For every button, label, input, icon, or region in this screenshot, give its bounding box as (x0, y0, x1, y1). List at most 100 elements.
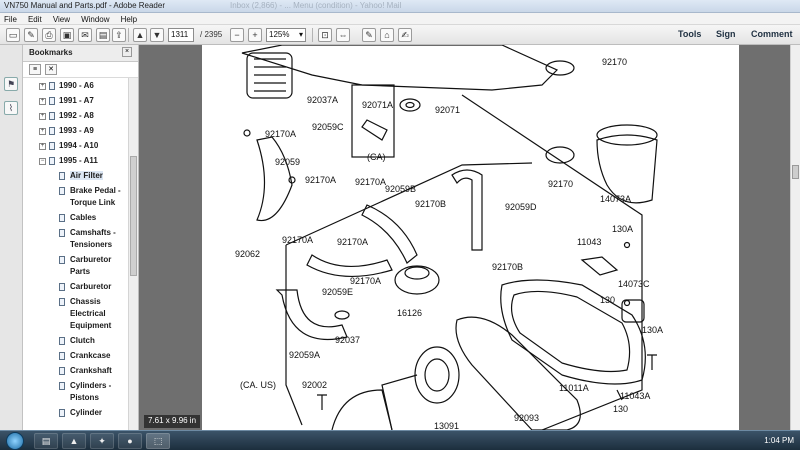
sign-button[interactable]: Sign (716, 29, 736, 39)
bookmark-item[interactable]: Chassis (70, 297, 101, 306)
media-icon[interactable]: ▲ (62, 433, 86, 449)
sign-pen-icon[interactable]: ✍ (398, 28, 412, 42)
diagram-label: 92059E (322, 287, 353, 297)
comment-icon[interactable]: ✎ (362, 28, 376, 42)
bookmark-item[interactable]: Camshafts - (70, 228, 116, 237)
tools-button[interactable]: Tools (678, 29, 702, 39)
bookmark-item[interactable]: Crankshaft (70, 366, 112, 375)
zoom-out-icon[interactable]: − (230, 28, 244, 42)
diagram-label: 92037 (335, 335, 360, 345)
start-button[interactable] (6, 432, 24, 450)
parts-diagram: 92170 92037A 92071A 92071 92059C 92170A … (235, 44, 663, 431)
bookmark-item[interactable]: Crankcase (70, 351, 111, 360)
fit-page-icon[interactable]: ⊡ (318, 28, 332, 42)
document-scroll-thumb[interactable] (792, 165, 799, 179)
diagram-label: (CA. US) (240, 380, 276, 390)
zoom-value: 125% (269, 30, 290, 39)
folder-icon[interactable]: ▤ (34, 433, 58, 449)
attachment-icon[interactable]: ⌇ (4, 101, 18, 115)
bookmark-icon (59, 409, 65, 417)
bookmark-item[interactable]: Air Filter (70, 171, 103, 180)
bookmark-item[interactable]: Cylinders - (70, 381, 112, 390)
zoom-select[interactable]: 125%▾ (266, 28, 306, 42)
expand-toggle[interactable]: + (39, 83, 46, 90)
windows-taskbar: ▤ ▲ ✦ ● ⬚ 1:04 PM (0, 430, 800, 450)
bookmark-panel-icon[interactable]: ⚑ (4, 77, 18, 91)
diagram-label: 92059B (385, 184, 416, 194)
bookmarks-scrollbar[interactable] (128, 78, 138, 430)
document-scrollbar[interactable] (790, 45, 800, 430)
bookmark-year[interactable]: 1995 - A11 (59, 156, 98, 165)
menu-help[interactable]: Help (120, 15, 138, 24)
bookmark-item[interactable]: Clutch (70, 336, 95, 345)
expand-toggle[interactable]: + (39, 113, 46, 120)
background-window-tabs: Inbox (2,866) - ... Menu (condition) - Y… (230, 1, 402, 10)
bookmarks-scroll-thumb[interactable] (130, 156, 137, 276)
delete-bookmark-icon[interactable]: ✕ (45, 64, 57, 75)
menu-window[interactable]: Window (81, 15, 110, 24)
diagram-label: 92170A (265, 129, 296, 139)
email-icon[interactable]: ✉ (78, 28, 92, 42)
share-icon[interactable]: ⇪ (112, 28, 126, 42)
diagram-label: 92059A (289, 350, 320, 360)
toolbar-separator (312, 28, 313, 42)
page-total: / 2395 (200, 30, 223, 39)
create-icon[interactable]: ✎ (24, 28, 38, 42)
bookmark-icon (49, 127, 55, 135)
diagram-label: 92059 (275, 157, 300, 167)
bookmark-item[interactable]: Pistons (70, 393, 99, 402)
bookmark-item[interactable]: Brake Pedal - (70, 186, 121, 195)
menu-edit[interactable]: Edit (27, 15, 42, 24)
previous-page-icon[interactable]: ▲ (133, 28, 147, 42)
bookmark-item[interactable]: Parts (70, 267, 91, 276)
diagram-label: 92170A (337, 237, 368, 247)
expand-toggle[interactable]: + (39, 98, 46, 105)
fit-width-icon[interactable]: ⇔ (336, 28, 350, 42)
diagram-label: 92170B (415, 199, 446, 209)
toolbar: ▭ ✎ ⎙ ▣ ✉ ▤ ⇪ ▲ ▼ 1311 / 2395 − + 125%▾ … (0, 25, 800, 45)
firefox-icon[interactable]: ● (118, 433, 142, 449)
print-alt-icon[interactable]: ▤ (96, 28, 110, 42)
bookmark-item[interactable]: Cables (70, 213, 97, 222)
bookmark-year[interactable]: 1992 - A8 (59, 111, 94, 120)
bookmark-icon (49, 97, 55, 105)
expand-toggle[interactable]: − (39, 158, 46, 165)
page-number-input[interactable]: 1311 (168, 28, 194, 42)
diagram-label: 92059C (312, 122, 344, 132)
adobe-reader-icon[interactable]: ⬚ (146, 433, 170, 449)
highlight-icon[interactable]: ⌂ (380, 28, 394, 42)
save-icon[interactable]: ▣ (60, 28, 74, 42)
bookmark-item[interactable]: Equipment (70, 321, 112, 330)
bookmarks-title: Bookmarks (29, 48, 73, 57)
comment-button[interactable]: Comment (751, 29, 793, 39)
menu-file[interactable]: File (4, 15, 17, 24)
bookmark-item[interactable]: Torque Link (70, 198, 116, 207)
bookmark-year[interactable]: 1993 - A9 (59, 126, 94, 135)
document-area[interactable]: 92170 92037A 92071A 92071 92059C 92170A … (139, 44, 800, 431)
close-icon[interactable]: × (122, 47, 132, 57)
open-icon[interactable]: ▭ (6, 28, 20, 42)
bookmark-item[interactable]: Carburetor (70, 255, 112, 264)
expand-toggle[interactable]: + (39, 128, 46, 135)
menu-view[interactable]: View (52, 15, 71, 24)
bookmark-options-icon[interactable]: ≡ (29, 64, 41, 75)
bookmark-item[interactable]: Tensioners (70, 240, 113, 249)
bookmark-item[interactable]: Cylinder (70, 408, 103, 417)
navigation-pane-strip: ⚑ ⌇ (0, 45, 23, 430)
diagram-label: 13091 (434, 421, 459, 430)
bookmark-icon (59, 187, 65, 195)
diagram-label: 11043A (620, 391, 650, 401)
bookmark-icon (49, 112, 55, 120)
toolbar-separator (128, 28, 129, 42)
bookmark-year[interactable]: 1991 - A7 (59, 96, 94, 105)
zoom-in-icon[interactable]: + (248, 28, 262, 42)
app-icon[interactable]: ✦ (90, 433, 114, 449)
expand-toggle[interactable]: + (39, 143, 46, 150)
bookmark-icon (59, 229, 65, 237)
next-page-icon[interactable]: ▼ (150, 28, 164, 42)
bookmark-year[interactable]: 1990 - A6 (59, 81, 94, 90)
bookmark-item[interactable]: Carburetor (70, 282, 112, 291)
print-icon[interactable]: ⎙ (42, 28, 56, 42)
bookmark-year[interactable]: 1994 - A10 (59, 141, 99, 150)
bookmark-item[interactable]: Electrical (70, 309, 106, 318)
